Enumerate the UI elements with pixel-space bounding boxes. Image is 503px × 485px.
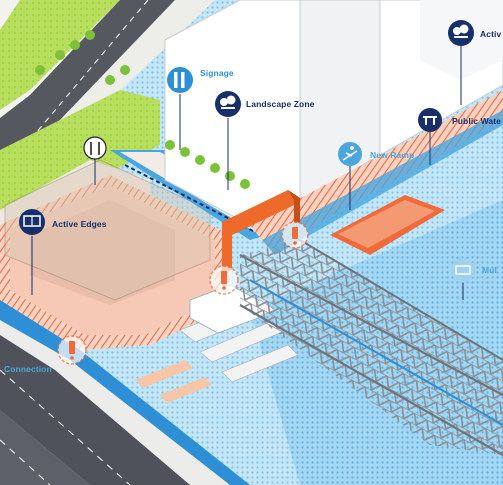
lower-sidewalk — [0, 320, 230, 485]
upper-highway — [0, 0, 175, 160]
warning-icon — [69, 227, 298, 360]
signage-label: Signage — [200, 68, 234, 78]
lower-highway — [0, 335, 190, 485]
restaurant-icon — [83, 136, 107, 160]
active-label: Activ — [480, 29, 502, 39]
active-icon — [448, 20, 474, 46]
new-ramp-icon — [338, 142, 362, 166]
waterfront-walk — [250, 90, 503, 250]
plaza-building-footprint — [30, 200, 175, 305]
trees — [35, 30, 250, 189]
bridge-truss — [239, 239, 503, 456]
green-plateau — [0, 90, 160, 210]
active-edges-icon — [19, 209, 45, 235]
public-water-icon — [418, 108, 442, 132]
glass-canopy — [4, 159, 211, 301]
public-water-label: Public Wate — [452, 116, 501, 126]
mul-icon — [451, 258, 475, 282]
mul-label: Mul — [482, 265, 497, 275]
new-ramp-label: New Ramp — [370, 150, 415, 160]
landscape-zone-icon — [215, 91, 241, 117]
lower-highway-lane — [0, 410, 90, 485]
orange-gateway — [222, 190, 300, 274]
active-edges-label: Active Edges — [52, 219, 107, 229]
signage-icon — [167, 67, 193, 93]
landscape-zone-label: Landscape Zone — [246, 99, 315, 109]
connection-label: Connection — [4, 364, 52, 374]
leader-lines — [31, 46, 464, 300]
